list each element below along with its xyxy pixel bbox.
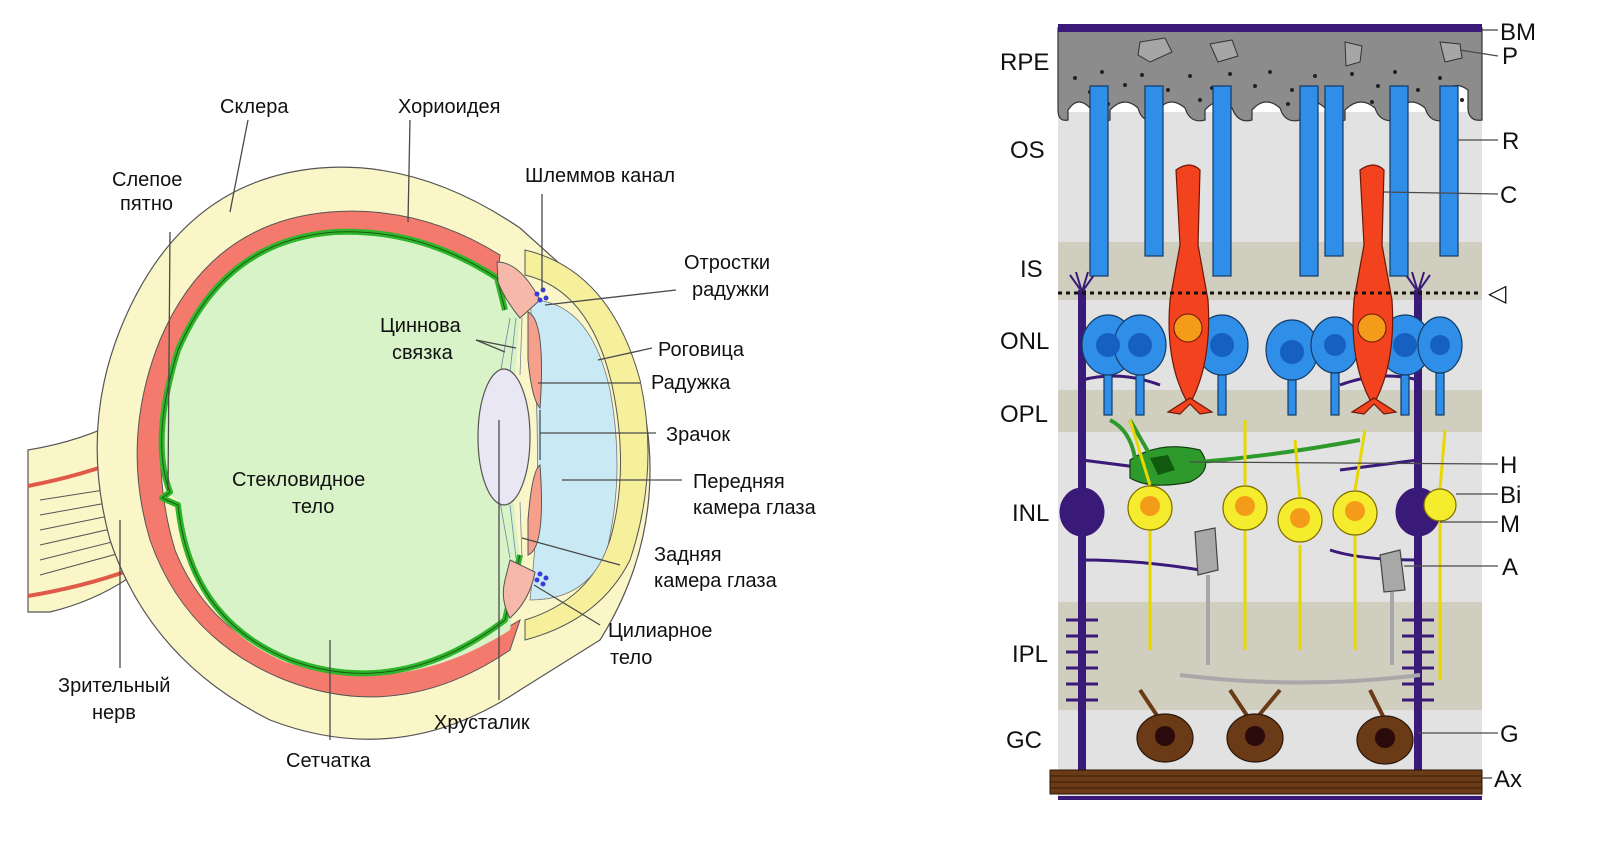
retina-diagram: RPE OS IS ONL OPL INL IPL GC BM P R C ◁ … xyxy=(1000,19,1536,800)
cell-label-h: H xyxy=(1500,452,1517,479)
cone-nuclei xyxy=(1173,313,1387,343)
layer-label-inl: INL xyxy=(1012,500,1049,527)
horizontal-cell xyxy=(1109,418,1361,486)
rod-cells xyxy=(1081,85,1463,416)
layer-label-rpe: RPE xyxy=(1000,49,1049,76)
eye-leader-lines xyxy=(119,119,682,740)
cell-label-c: C xyxy=(1500,182,1517,209)
axon-layer xyxy=(1049,769,1483,800)
amacrine-cells xyxy=(1179,527,1421,685)
anterior-chamber xyxy=(529,299,618,601)
rod-nuclei xyxy=(1096,333,1450,364)
vitreous-body xyxy=(161,231,520,676)
label-vitreous-1: Стекловидное xyxy=(232,469,365,491)
cone-cells xyxy=(1166,164,1398,415)
cornea xyxy=(524,249,649,641)
band-opl xyxy=(1058,390,1482,432)
schlemm-canal-dots xyxy=(534,287,549,587)
layer-label-opl: OPL xyxy=(1000,401,1048,428)
retina-cell-labels: BM P R C ◁ H Bi M A G Ax xyxy=(1488,19,1536,793)
cell-label-bm: BM xyxy=(1500,19,1536,46)
eye-diagram: Склера Хориоидея Слепое пятно Шлеммов ка… xyxy=(27,96,817,772)
label-vitreous-2: тело xyxy=(292,496,334,518)
label-cornea: Роговица xyxy=(658,339,745,361)
label-anterior-chamber-2: камера глаза xyxy=(693,497,817,519)
ganglion-cells xyxy=(1136,688,1414,765)
layer-label-os: OS xyxy=(1010,137,1045,164)
layer-label-gc: GC xyxy=(1006,727,1042,754)
label-schlemm-canal: Шлеммов канал xyxy=(525,165,675,187)
ciliary-body-top xyxy=(496,261,541,319)
cell-label-triangle: ◁ xyxy=(1488,280,1507,307)
label-ciliary-body-1: Цилиарное xyxy=(608,620,712,642)
band-os xyxy=(1058,112,1482,242)
label-zonule-1: Циннова xyxy=(380,315,462,337)
bipolar-cells xyxy=(1127,419,1457,680)
layer-label-onl: ONL xyxy=(1000,328,1049,355)
cell-label-ax: Ax xyxy=(1494,766,1522,793)
iris-bottom xyxy=(527,464,542,556)
rpe-nuclei xyxy=(1137,37,1463,67)
layer-label-ipl: IPL xyxy=(1012,641,1048,668)
cell-label-r: R xyxy=(1502,128,1519,155)
cell-label-a: A xyxy=(1502,554,1518,581)
cell-label-m: M xyxy=(1500,511,1520,538)
lens xyxy=(477,368,531,506)
label-blind-spot-2: пятно xyxy=(120,193,173,215)
label-pupil: Зрачок xyxy=(666,424,730,446)
label-optic-nerve-1: Зрительный xyxy=(58,675,170,697)
label-iris-processes-1: Отростки xyxy=(684,252,770,274)
label-iris-processes-2: радужки xyxy=(692,279,769,301)
iris-top xyxy=(527,311,542,410)
cell-label-bi: Bi xyxy=(1500,482,1521,509)
cell-label-p: P xyxy=(1502,43,1518,70)
label-posterior-chamber-2: камера глаза xyxy=(654,570,778,592)
cell-label-g: G xyxy=(1500,721,1519,748)
ciliary-body-bottom xyxy=(502,559,536,619)
layer-label-is: IS xyxy=(1020,256,1043,283)
label-iris: Радужка xyxy=(651,372,731,394)
label-sclera: Склера xyxy=(220,96,289,118)
label-anterior-chamber-1: Передняя xyxy=(693,471,785,493)
label-lens: Хрусталик xyxy=(434,712,530,734)
rpe-layer xyxy=(1057,27,1483,122)
band-is xyxy=(1058,242,1482,300)
label-zonule-2: связка xyxy=(392,342,454,364)
label-blind-spot-1: Слепое xyxy=(112,169,182,191)
label-posterior-chamber-1: Задняя xyxy=(654,544,722,566)
retina-leader-lines xyxy=(1189,29,1499,779)
retina-outline xyxy=(161,231,521,674)
retina-layer-labels: RPE OS IS ONL OPL INL IPL GC xyxy=(1000,49,1049,754)
label-optic-nerve-2: нерв xyxy=(92,702,136,724)
eye-labels: Склера Хориоидея Слепое пятно Шлеммов ка… xyxy=(58,96,817,772)
label-choroid: Хориоидея xyxy=(398,96,500,118)
zonule-fibers xyxy=(499,317,523,559)
label-ciliary-body-2: тело xyxy=(610,647,652,669)
label-retina: Сетчатка xyxy=(286,750,372,772)
